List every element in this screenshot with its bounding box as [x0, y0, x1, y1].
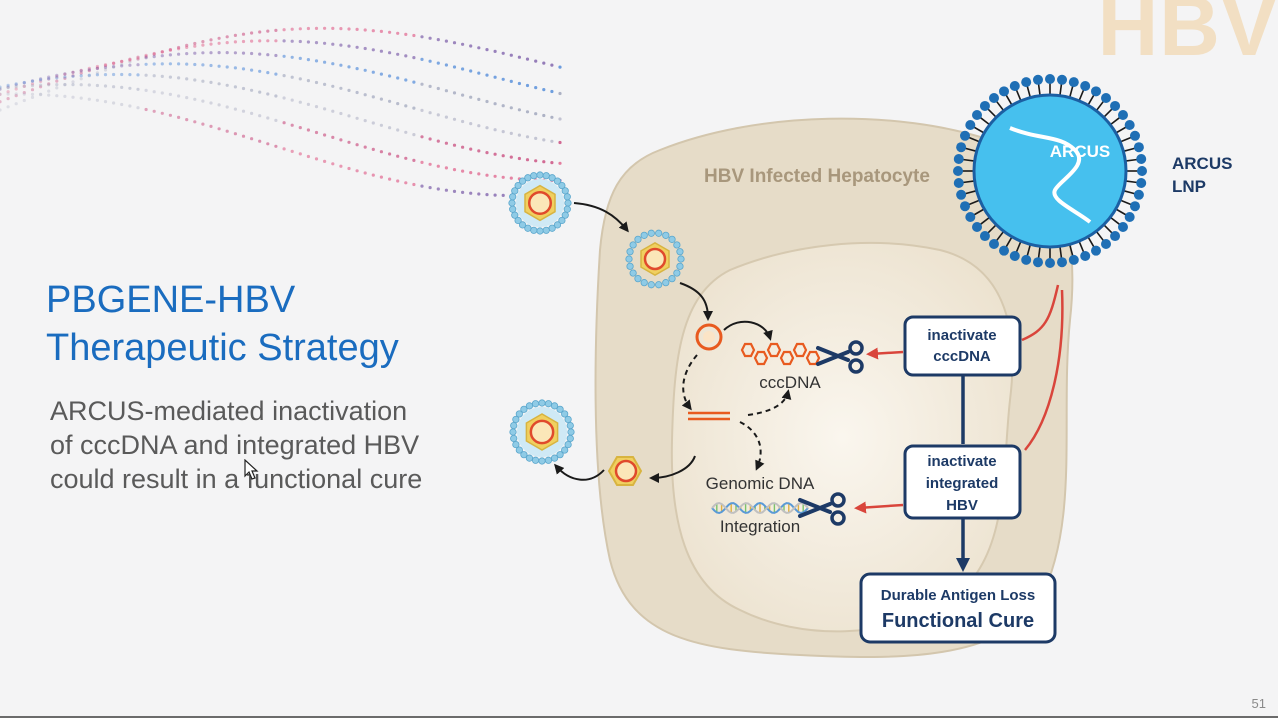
integration-label: Integration — [720, 517, 800, 536]
box1-line2: cccDNA — [933, 348, 991, 365]
cccdna-structure — [740, 342, 821, 366]
scissors-icon-integrated — [798, 492, 846, 526]
box2-line1: inactivate — [927, 453, 996, 470]
box-inactivate-integrated: inactivate integrated HBV — [903, 444, 1022, 520]
title-line-1: PBGENE-HBV — [46, 279, 296, 321]
box-inactivate-cccdna: inactivate cccDNA — [903, 315, 1022, 377]
box2-line2: integrated — [926, 475, 999, 492]
body-text: ARCUS-mediated inactivation of cccDNA an… — [50, 394, 490, 496]
lnp-label-line2: LNP — [1172, 177, 1206, 196]
hbv-virion-uncoating — [625, 229, 685, 289]
scissors-icon-cccdna — [816, 340, 864, 374]
title-line-2: Therapeutic Strategy — [46, 327, 399, 369]
genomic-dna-label: Genomic DNA — [706, 474, 815, 493]
pathway-arrows — [554, 202, 792, 483]
lnp-label-line1: ARCUS — [1172, 154, 1232, 173]
hbv-virion-entering — [508, 171, 572, 235]
box2-line3: HBV — [946, 497, 978, 514]
hbv-virion-released — [509, 399, 575, 465]
slide-number: 51 — [1251, 696, 1266, 711]
body-line-2: of cccDNA and integrated HBV — [50, 430, 420, 460]
body-line-1: ARCUS-mediated inactivation — [50, 396, 408, 426]
particle-wave-graphic — [0, 26, 562, 198]
lnp-inner-label: ARCUS — [1050, 142, 1110, 161]
genomic-dna-helix — [711, 501, 809, 515]
red-arrows — [854, 284, 1064, 514]
mouse-cursor-icon — [244, 459, 259, 480]
capsid-hexagon — [607, 456, 643, 486]
cccdna-label: cccDNA — [759, 373, 821, 392]
box3-line1: Durable Antigen Loss — [881, 587, 1035, 604]
box1-line1: inactivate — [927, 327, 996, 344]
box3-line2: Functional Cure — [882, 610, 1034, 632]
slide-title: PBGENE-HBV Therapeutic Strategy — [46, 276, 506, 372]
hbv-watermark: HBV — [1097, 0, 1278, 73]
dsdna-line — [688, 411, 730, 421]
box-functional-cure: Durable Antigen Loss Functional Cure — [859, 572, 1057, 644]
body-line-3: could result in a functional cure — [50, 464, 423, 494]
cell-label: HBV Infected Hepatocyte — [704, 166, 930, 187]
arcus-lnp: ARCUS — [953, 74, 1147, 268]
rcdna-circle — [695, 323, 723, 351]
bottom-border — [0, 716, 1278, 718]
